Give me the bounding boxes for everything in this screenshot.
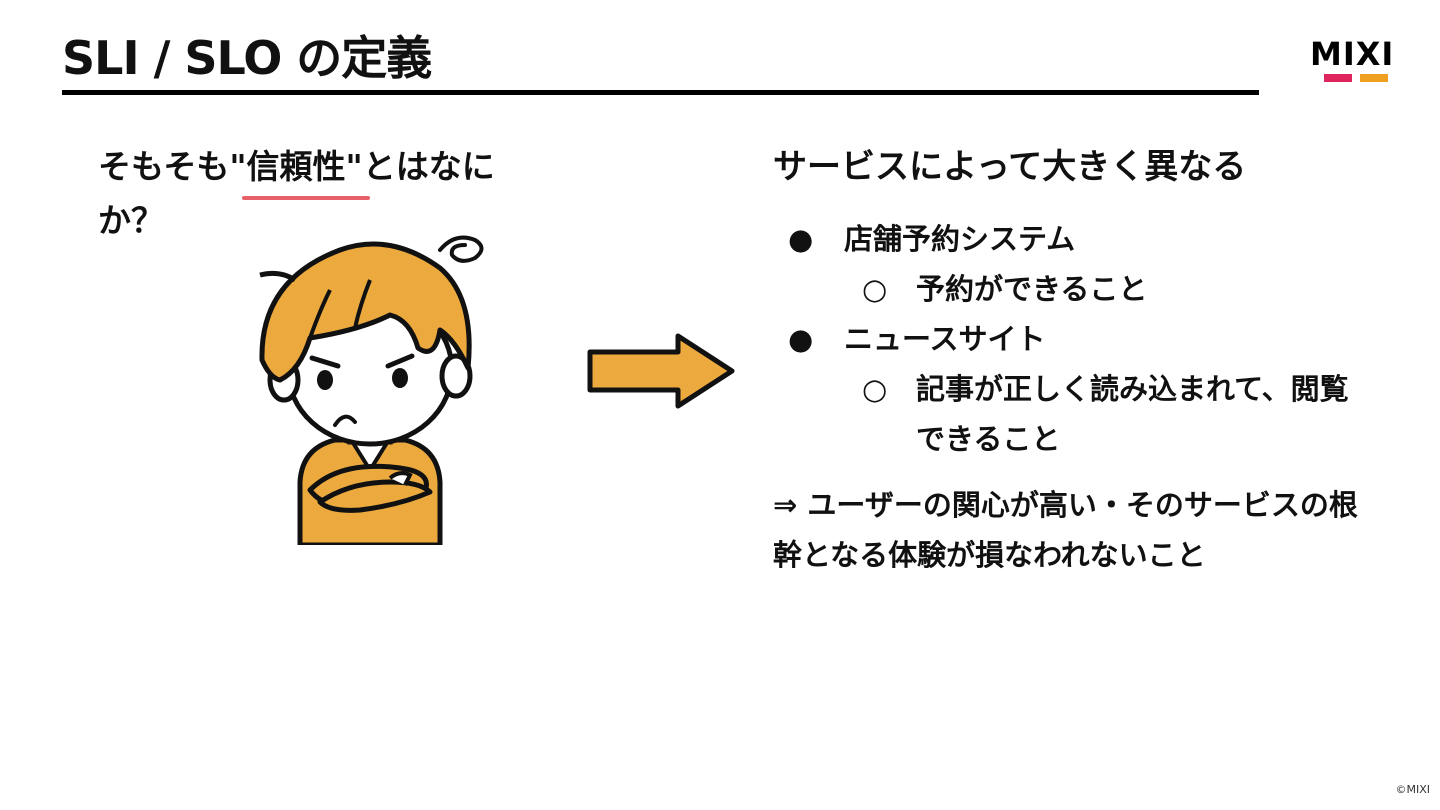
logo-bar-left <box>1324 74 1352 82</box>
list-item-text: 店舗予約システム <box>844 222 1076 256</box>
question-prefix: そもそも <box>98 147 230 186</box>
logo-text: MIXI <box>1310 35 1395 73</box>
question-highlight: "信頼性" <box>229 147 363 186</box>
example-list: ● 店舗予約システム ○ 予約ができること ● ニュースサイト ○ 記事が正しく… <box>788 214 1388 464</box>
list-item-text: ニュースサイト <box>844 322 1046 356</box>
list-item: ○ 予約ができること <box>788 264 1388 314</box>
highlight-underline <box>242 196 370 200</box>
conclusion-text: ⇒ ユーザーの関心が高い・そのサービスの根幹となる体験が損なわれないこと <box>773 488 1358 572</box>
list-item-text: 予約ができること <box>916 272 1148 306</box>
list-bullet: ○ <box>862 372 888 406</box>
list-bullet: ○ <box>862 272 888 306</box>
mixi-logo: MIXI <box>1310 38 1402 86</box>
question-text: そもそも"信頼性"とはなにか？ <box>98 140 538 248</box>
question-suffix: とはなにか？ <box>98 147 495 240</box>
confused-person-illustration <box>259 235 484 545</box>
logo-bar-right <box>1360 74 1388 82</box>
copyright: ©MIXI <box>1395 783 1430 796</box>
title-divider <box>62 90 1259 95</box>
list-item: ● ニュースサイト <box>788 314 1388 364</box>
list-item: ○ 記事が正しく読み込まれて、閲覧できること <box>788 364 1388 464</box>
list-item-text: 記事が正しく読み込まれて、閲覧できること <box>916 372 1349 456</box>
list-bullet: ● <box>788 222 814 256</box>
right-heading: サービスによって大きく異なる <box>773 147 1247 187</box>
slide-title: SLI / SLO の定義 <box>62 31 432 85</box>
list-bullet: ● <box>788 322 814 356</box>
list-item: ● 店舗予約システム <box>788 214 1388 264</box>
right-arrow-icon <box>587 333 735 409</box>
logo-bars <box>1324 74 1390 82</box>
